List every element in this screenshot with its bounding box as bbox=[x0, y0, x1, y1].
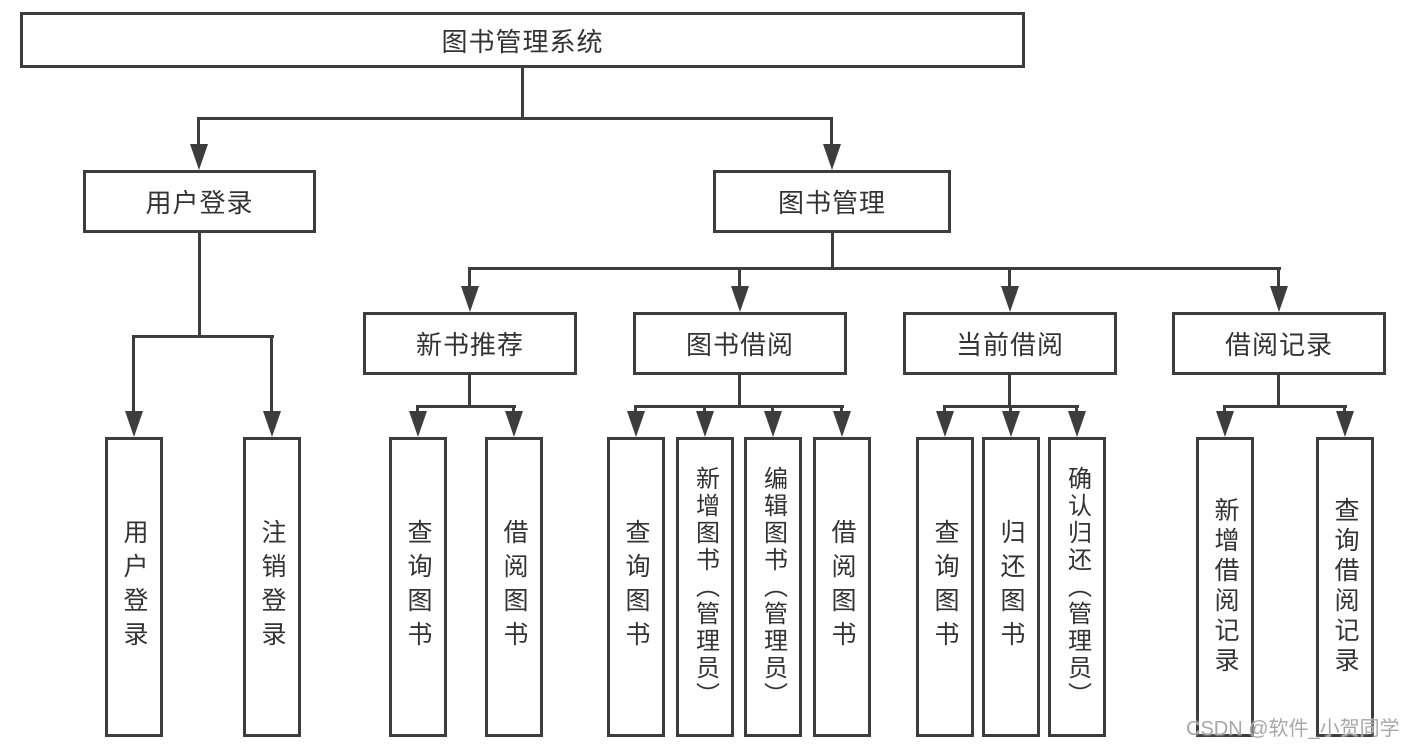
connector-arrow bbox=[1009, 405, 1012, 411]
watermark-text: CSDN @软件_小贺同学 bbox=[1186, 718, 1400, 740]
node-label: 新增借阅记录 bbox=[1211, 497, 1239, 677]
connector-arrow bbox=[132, 335, 135, 411]
node-label: 当前借阅 bbox=[955, 330, 1064, 360]
connector-arrow bbox=[771, 405, 774, 411]
node-book-management: 图书管理 bbox=[713, 170, 951, 233]
leaf-add-books-admin: 新增图书（管理员） bbox=[676, 437, 734, 737]
connector-line bbox=[416, 405, 516, 408]
leaf-confirm-return-admin: 确认归还（管理员） bbox=[1048, 437, 1106, 737]
node-label: 借阅图书 bbox=[828, 519, 856, 655]
connector-line bbox=[738, 375, 741, 407]
node-label: 查询图书 bbox=[622, 519, 650, 655]
node-library-management-system: 图书管理系统 bbox=[20, 12, 1025, 68]
connector-line bbox=[1277, 375, 1280, 407]
connector-line bbox=[198, 233, 201, 338]
connector-arrow bbox=[840, 405, 843, 411]
node-label: 图书管理 bbox=[777, 188, 886, 218]
connector-arrow bbox=[830, 117, 833, 144]
connector-arrow bbox=[1075, 405, 1078, 411]
connector-line bbox=[1223, 405, 1347, 408]
node-current-borrowing: 当前借阅 bbox=[903, 312, 1117, 375]
connector-arrow bbox=[1008, 267, 1011, 286]
connector-arrow bbox=[512, 405, 515, 411]
leaf-query-books-current: 查询图书 bbox=[916, 437, 974, 737]
leaf-add-borrow-record: 新增借阅记录 bbox=[1196, 437, 1254, 737]
node-label: 用户登录 bbox=[145, 188, 254, 218]
node-label: 借阅记录 bbox=[1224, 330, 1333, 360]
node-label: 查询图书 bbox=[931, 519, 959, 655]
connector-arrow bbox=[416, 405, 419, 411]
node-label: 用户登录 bbox=[120, 519, 148, 655]
leaf-borrow-books-recommend: 借阅图书 bbox=[485, 437, 543, 737]
connector-arrow bbox=[703, 405, 706, 411]
node-label: 新增图书（管理员） bbox=[691, 465, 719, 709]
node-label: 确认归还（管理员） bbox=[1063, 465, 1091, 709]
connector-line bbox=[468, 375, 471, 407]
leaf-borrow-books: 借阅图书 bbox=[813, 437, 871, 737]
node-label: 图书管理系统 bbox=[441, 26, 604, 57]
node-label: 查询借阅记录 bbox=[1331, 497, 1359, 677]
connector-arrow bbox=[197, 117, 200, 144]
node-borrowing-records: 借阅记录 bbox=[1172, 312, 1386, 375]
connector-arrow bbox=[270, 335, 273, 411]
node-user-login: 用户登录 bbox=[83, 170, 316, 233]
connector-arrow bbox=[634, 405, 637, 411]
node-book-borrowing: 图书借阅 bbox=[633, 312, 847, 375]
leaf-edit-books-admin: 编辑图书（管理员） bbox=[744, 437, 802, 737]
connector-line bbox=[634, 405, 844, 408]
node-label: 查询图书 bbox=[404, 519, 432, 655]
node-label: 借阅图书 bbox=[500, 519, 528, 655]
leaf-query-borrow-record: 查询借阅记录 bbox=[1316, 437, 1374, 737]
node-label: 图书借阅 bbox=[685, 330, 794, 360]
connector-line bbox=[133, 335, 274, 338]
connector-arrow bbox=[468, 267, 471, 286]
node-label: 编辑图书（管理员） bbox=[759, 465, 787, 709]
leaf-return-books: 归还图书 bbox=[982, 437, 1040, 737]
node-new-book-recommendation: 新书推荐 bbox=[363, 312, 577, 375]
connector-line bbox=[521, 68, 524, 118]
connector-arrow bbox=[738, 267, 741, 286]
connector-line bbox=[198, 117, 833, 120]
connector-line bbox=[831, 233, 834, 270]
connector-arrow bbox=[943, 405, 946, 411]
node-label: 归还图书 bbox=[997, 519, 1025, 655]
leaf-query-books-borrowing: 查询图书 bbox=[607, 437, 665, 737]
connector-arrow bbox=[1277, 267, 1280, 286]
connector-arrow bbox=[1343, 405, 1346, 411]
node-label: 新书推荐 bbox=[415, 330, 524, 360]
node-label: 注销登录 bbox=[258, 519, 286, 655]
connector-line bbox=[469, 267, 1281, 270]
connector-line bbox=[1008, 375, 1011, 407]
leaf-user-login: 用户登录 bbox=[105, 437, 163, 737]
leaf-logout: 注销登录 bbox=[243, 437, 301, 737]
leaf-query-books-recommend: 查询图书 bbox=[389, 437, 447, 737]
connector-arrow bbox=[1223, 405, 1226, 411]
